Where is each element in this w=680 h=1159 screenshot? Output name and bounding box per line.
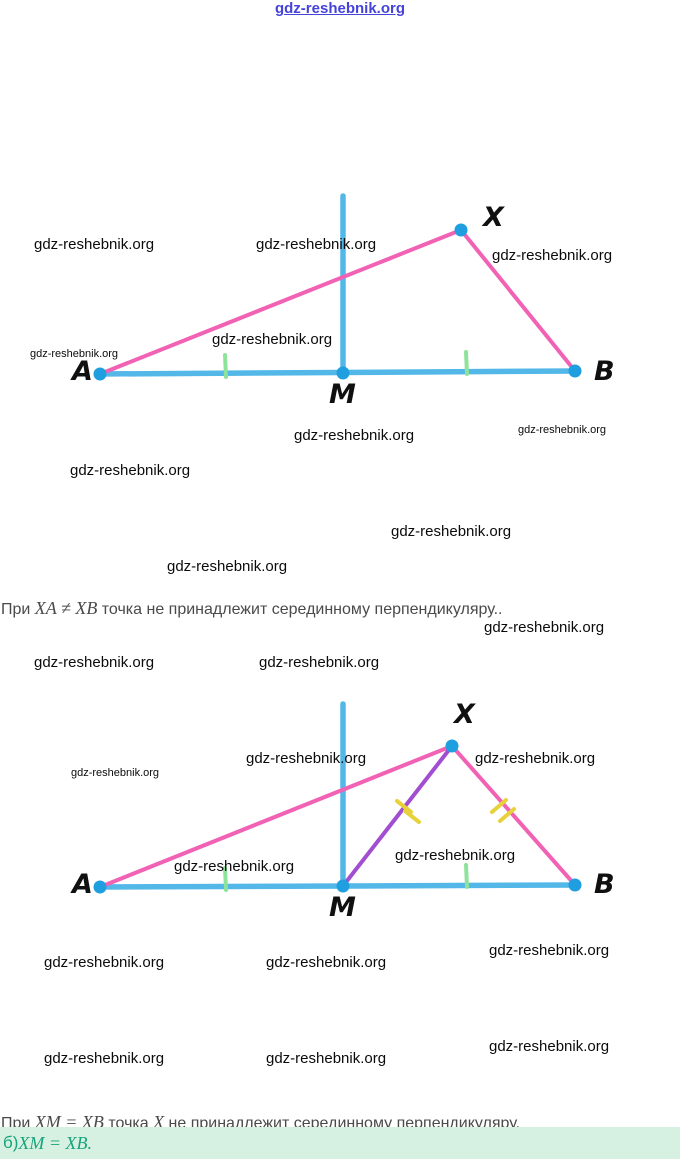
watermark: gdz-reshebnik.org	[395, 847, 516, 864]
point-b-1	[568, 364, 582, 378]
watermark: gdz-reshebnik.org	[34, 236, 155, 253]
watermark: gdz-reshebnik.org	[489, 1038, 610, 1055]
watermark: gdz-reshebnik.org	[167, 558, 288, 575]
caption-1-text: При	[1, 601, 35, 618]
watermark: gdz-reshebnik.org	[259, 654, 380, 671]
point-label-a-1: A	[72, 356, 93, 387]
segment-ax-2	[98, 744, 454, 889]
caption-diagram-1: При XA ≠ XB точка не принадлежит середин…	[1, 598, 503, 619]
point-label-b-2: B	[594, 869, 615, 900]
double-tick-xb-b	[498, 807, 516, 823]
answer-highlight: б) XM = XB.	[0, 1127, 680, 1159]
point-x-2	[445, 739, 459, 753]
point-a-2	[93, 880, 107, 894]
caption-1-suffix: точка не принадлежит серединному перпенд…	[97, 601, 503, 618]
point-x-1	[454, 223, 468, 237]
watermark: gdz-reshebnik.org	[71, 767, 160, 779]
watermark: gdz-reshebnik.org	[484, 619, 605, 636]
watermark: gdz-reshebnik.org	[246, 750, 367, 767]
watermark: gdz-reshebnik.org	[266, 1050, 387, 1067]
point-b-2	[568, 878, 582, 892]
point-m-2	[336, 879, 350, 893]
tick-am-2	[223, 866, 228, 892]
answer-label: б)	[3, 1133, 19, 1152]
double-tick-xb-a	[490, 798, 508, 814]
watermark: gdz-reshebnik.org	[391, 523, 512, 540]
tick-am-1	[223, 353, 228, 379]
diagram-2-perpendicular-bisector	[93, 701, 582, 894]
segment-xm-2	[341, 744, 454, 888]
watermark: gdz-reshebnik.org	[212, 331, 333, 348]
watermark: gdz-reshebnik.org	[518, 424, 607, 436]
caption-1-math: XA ≠ XB	[34, 598, 98, 618]
watermark: gdz-reshebnik.org	[34, 654, 155, 671]
point-label-b-1: B	[594, 356, 615, 387]
point-label-x-1: X	[483, 202, 504, 233]
watermark: gdz-reshebnik.org	[489, 942, 610, 959]
site-watermark-header[interactable]: gdz-reshebnik.org	[274, 0, 405, 17]
watermark: gdz-reshebnik.org	[266, 954, 387, 971]
watermark: gdz-reshebnik.org	[475, 750, 596, 767]
watermark: gdz-reshebnik.org	[44, 954, 165, 971]
double-tick-xm-b	[403, 809, 421, 824]
segment-ax-1	[98, 228, 463, 376]
double-tick-xm-a	[395, 799, 413, 814]
watermark: gdz-reshebnik.org	[44, 1050, 165, 1067]
segment-xb-1	[459, 228, 577, 373]
point-label-m-1: M	[329, 379, 356, 410]
segment-xb-2	[450, 744, 577, 887]
caption-2-math-2: X	[153, 1112, 165, 1132]
point-a-1	[93, 367, 107, 381]
point-label-a-2: A	[72, 869, 93, 900]
tick-mb-1	[464, 350, 469, 376]
watermark: gdz-reshebnik.org	[70, 462, 191, 479]
tick-mb-2	[464, 863, 469, 889]
watermark: gdz-reshebnik.org	[256, 236, 377, 253]
watermark: gdz-reshebnik.org	[174, 858, 295, 875]
point-m-1	[336, 366, 350, 380]
point-label-m-2: M	[329, 892, 356, 923]
answer-math: XM = XB.	[18, 1132, 93, 1153]
watermark: gdz-reshebnik.org	[30, 348, 119, 360]
watermark: gdz-reshebnik.org	[492, 247, 613, 264]
watermark: gdz-reshebnik.org	[294, 427, 415, 444]
diagram-1-perpendicular-bisector	[93, 193, 582, 381]
point-label-x-2: X	[454, 699, 475, 730]
